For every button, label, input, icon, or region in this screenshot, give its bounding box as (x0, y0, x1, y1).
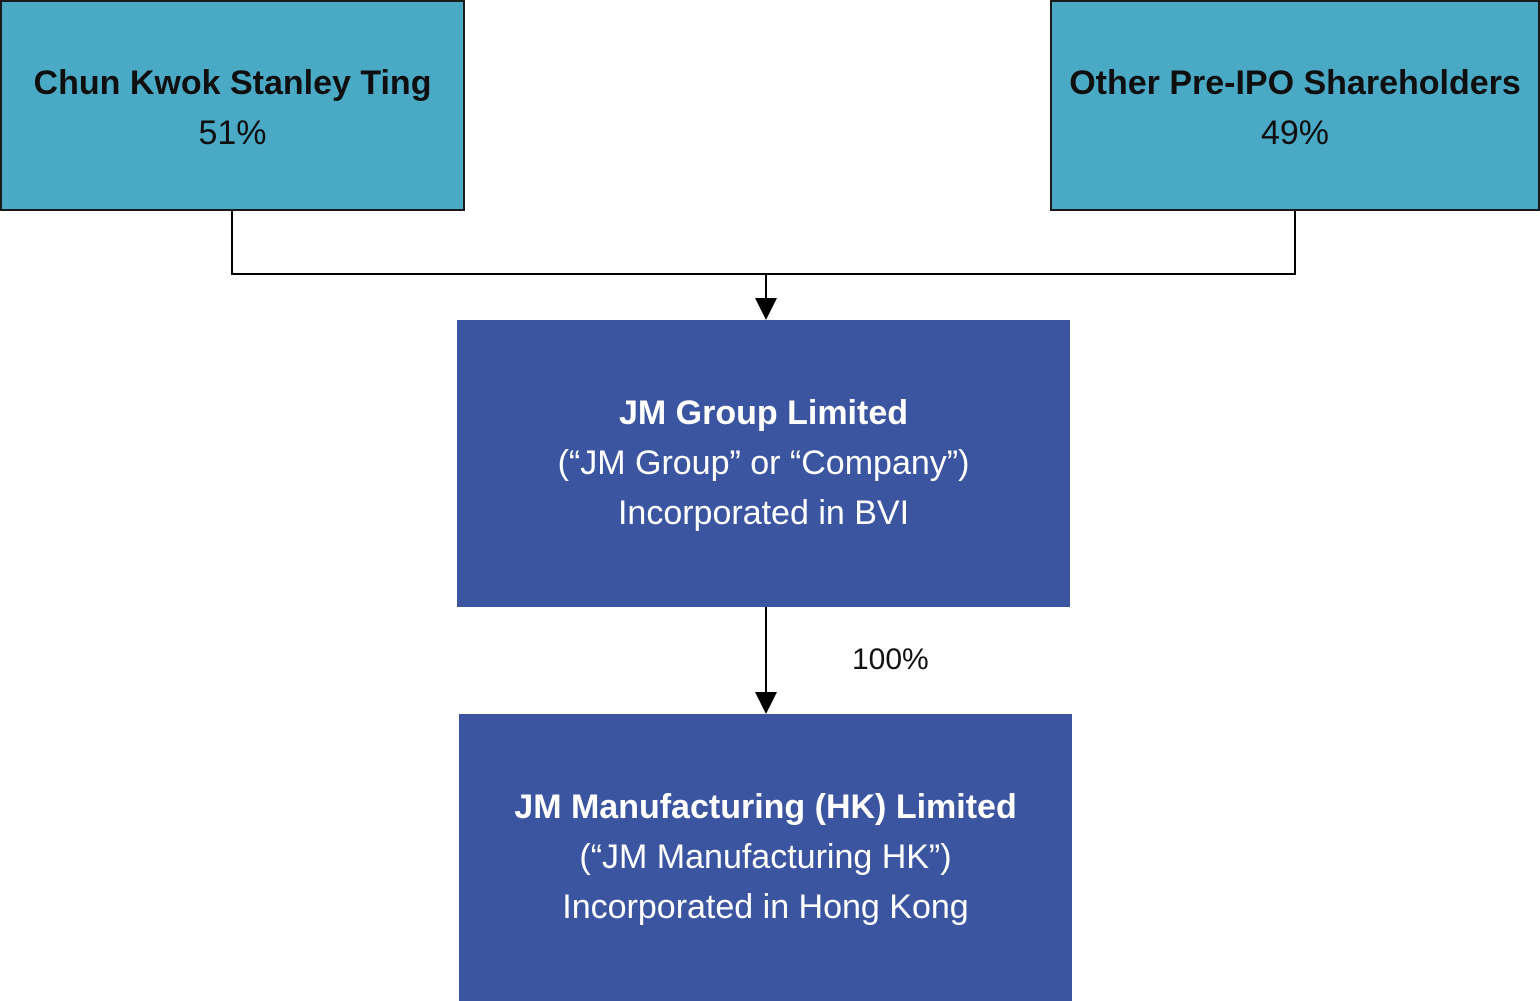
connector-other (766, 211, 1296, 275)
arrowhead-jm-hk (755, 692, 777, 714)
entity-jurisdiction: Incorporated in Hong Kong (562, 888, 969, 926)
shareholder-box-ting: Chun Kwok Stanley Ting 51% (0, 0, 465, 211)
shareholder-percent: 49% (1260, 114, 1330, 152)
entity-jurisdiction: Incorporated in BVI (617, 494, 910, 532)
shareholder-name: Other Pre-IPO Shareholders (1069, 64, 1521, 102)
entity-name: JM Group Limited (619, 394, 908, 432)
entity-name: JM Manufacturing (HK) Limited (514, 788, 1017, 826)
shareholder-name: Chun Kwok Stanley Ting (33, 64, 432, 102)
connector-ting (231, 211, 766, 275)
entity-box-jm-manufacturing-hk: JM Manufacturing (HK) Limited (“JM Manuf… (459, 714, 1072, 1001)
ownership-percent-label: 100% (852, 643, 929, 676)
entity-alias: (“JM Group” or “Company”) (557, 444, 970, 482)
entity-box-jm-group: JM Group Limited (“JM Group” or “Company… (457, 320, 1070, 607)
shareholder-percent: 51% (198, 114, 267, 152)
shareholder-box-other: Other Pre-IPO Shareholders 49% (1050, 0, 1540, 211)
arrowhead-jm-group (755, 298, 777, 320)
entity-alias: (“JM Manufacturing HK”) (579, 838, 952, 876)
